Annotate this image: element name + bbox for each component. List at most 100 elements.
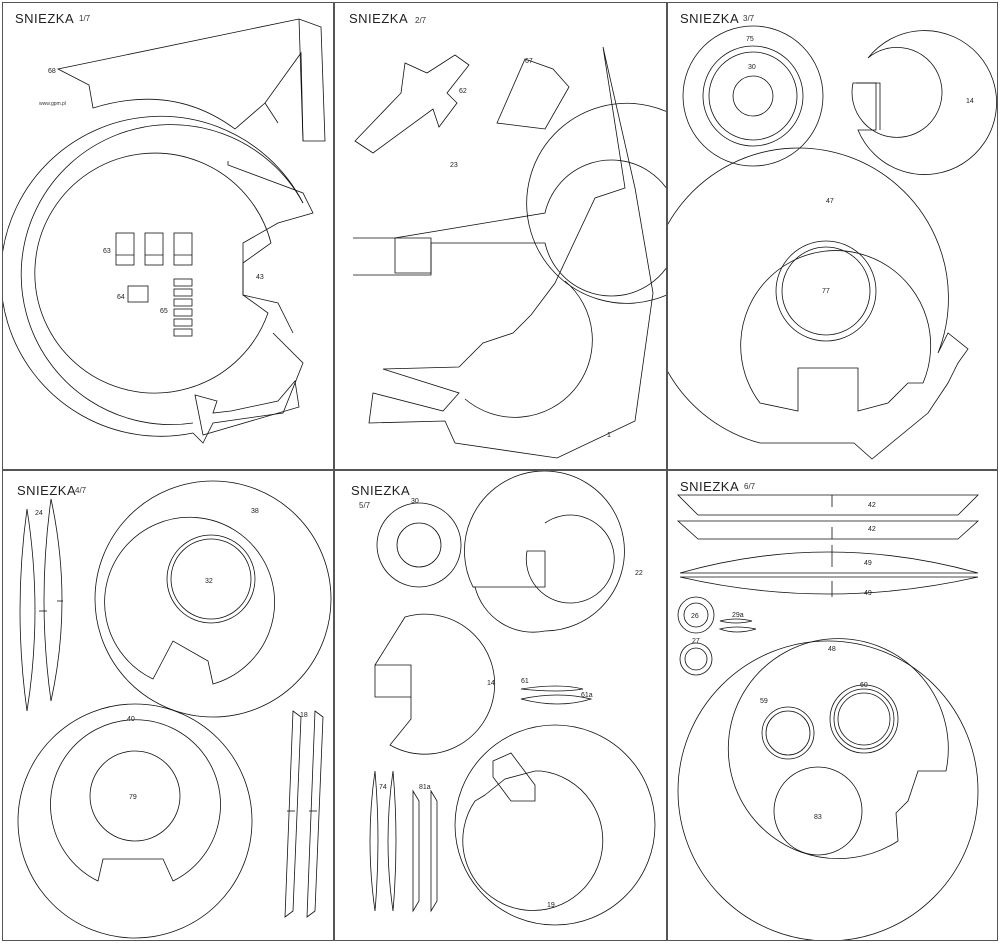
part-38 — [94, 480, 332, 718]
label-23: 23 — [450, 162, 458, 169]
part-18 — [284, 710, 302, 918]
sheet-title: SNIEZKA — [15, 11, 75, 26]
label-26: 26 — [691, 613, 699, 620]
label-48: 48 — [828, 646, 836, 653]
label-67: 67 — [525, 58, 533, 65]
part-63-b — [144, 232, 164, 266]
label-14: 14 — [487, 680, 495, 687]
label-49-a: 49 — [864, 560, 872, 567]
sheet-3-parts: 75 30 14 47 77 — [668, 25, 997, 460]
sheet-3: SNIEZKA 3/7 75 30 14 47 77 — [667, 2, 998, 470]
part-63-a — [115, 232, 135, 266]
label-77: 77 — [822, 288, 830, 295]
label-24: 24 — [35, 510, 43, 517]
sheet-title: SNIEZKA — [680, 11, 740, 26]
label-42-a: 42 — [868, 502, 876, 509]
label-64: 64 — [117, 294, 125, 301]
part-14 — [374, 613, 496, 755]
part-60 — [829, 684, 899, 754]
label-75: 75 — [746, 36, 754, 43]
label-40: 40 — [127, 716, 135, 723]
label-29a: 29a — [732, 612, 744, 619]
label-43: 43 — [256, 274, 264, 281]
sheet-4: SNIEZKA 4/7 24 38 32 40 79 — [2, 470, 334, 941]
part-30 — [732, 75, 774, 117]
part-59 — [761, 706, 815, 760]
label-81a: 81a — [419, 784, 431, 791]
label-30: 30 — [748, 64, 756, 71]
label-68: 68 — [48, 68, 56, 75]
part-22 — [464, 471, 625, 633]
label-59: 59 — [760, 698, 768, 705]
part-81a — [412, 789, 420, 913]
label-19: 19 — [547, 902, 555, 909]
sheet-title: SNIEZKA — [349, 11, 409, 26]
label-38: 38 — [251, 508, 259, 515]
part-63-c — [173, 232, 193, 266]
part-62 — [354, 54, 470, 154]
label-79: 79 — [129, 794, 137, 801]
sheet-6: SNIEZKA 6/7 — [667, 470, 998, 941]
sheet-2-parts: 23 67 62 1 — [353, 46, 666, 459]
label-14: 14 — [966, 98, 974, 105]
part-49-b — [679, 576, 979, 595]
part-27 — [679, 642, 713, 676]
part-65-a — [173, 278, 193, 287]
label-1: 1 — [607, 432, 611, 439]
label-61a: 61a — [581, 692, 593, 699]
sheet-5: SNIEZKA 5/7 30 22 14 61 — [334, 470, 667, 941]
sheet-title: SNIEZKA — [17, 483, 77, 498]
page-number: 3/7 — [743, 14, 755, 23]
sheet-5-parts: 30 22 14 61 61a 74 81a 19 — [369, 471, 656, 926]
label-27: 27 — [692, 638, 700, 645]
part-23 — [526, 102, 666, 304]
part-61 — [520, 685, 584, 692]
part-43-outer — [3, 115, 304, 444]
label-60: 60 — [860, 682, 868, 689]
part-40 — [17, 703, 253, 939]
page-number: 6/7 — [744, 482, 756, 491]
label-42-b: 42 — [868, 526, 876, 533]
part-48 — [677, 640, 979, 940]
sheet-2: SNIEZKA 2/7 23 67 62 1 — [334, 2, 667, 470]
part-47 — [668, 147, 969, 460]
label-83: 83 — [814, 814, 822, 821]
label-49-b: 49 — [864, 590, 872, 597]
label-32: 32 — [205, 578, 213, 585]
part-19 — [454, 724, 656, 926]
part-75 — [682, 25, 824, 167]
part-49-a — [679, 551, 979, 574]
label-22: 22 — [635, 570, 643, 577]
part-14 — [851, 30, 997, 175]
part-32 — [166, 534, 256, 624]
sheet-4-parts: 24 38 32 40 79 18 — [17, 480, 332, 939]
part-83 — [773, 766, 863, 856]
part-42-b — [676, 520, 980, 540]
sheet-1: SNIEZKA 1/7 www.gpm.pl — [2, 2, 334, 470]
part-79 — [89, 750, 181, 842]
sheet-title: SNIEZKA — [351, 483, 411, 498]
part-26 — [677, 596, 715, 634]
label-62: 62 — [459, 88, 467, 95]
label-47: 47 — [826, 198, 834, 205]
label-18: 18 — [300, 712, 308, 719]
sheet-title: SNIEZKA — [680, 479, 740, 494]
page-number: 5/7 — [359, 501, 371, 510]
part-30 — [376, 502, 462, 588]
part-29a — [719, 618, 753, 624]
part-43 — [34, 152, 272, 394]
publisher-url: www.gpm.pl — [39, 101, 66, 107]
part-1 — [368, 46, 654, 459]
page-number: 2/7 — [415, 16, 427, 25]
sheet-6-parts: 42 42 49 49 26 29a 27 48 59 60 83 — [676, 494, 980, 940]
sheet-1-parts: 68 63 43 64 65 — [3, 18, 326, 444]
part-74 — [369, 770, 379, 912]
label-63: 63 — [103, 248, 111, 255]
part-24 — [19, 508, 36, 712]
label-30: 30 — [411, 498, 419, 505]
label-65: 65 — [160, 308, 168, 315]
part-67 — [496, 58, 570, 130]
label-61: 61 — [521, 678, 529, 685]
page-number: 1/7 — [79, 14, 91, 23]
